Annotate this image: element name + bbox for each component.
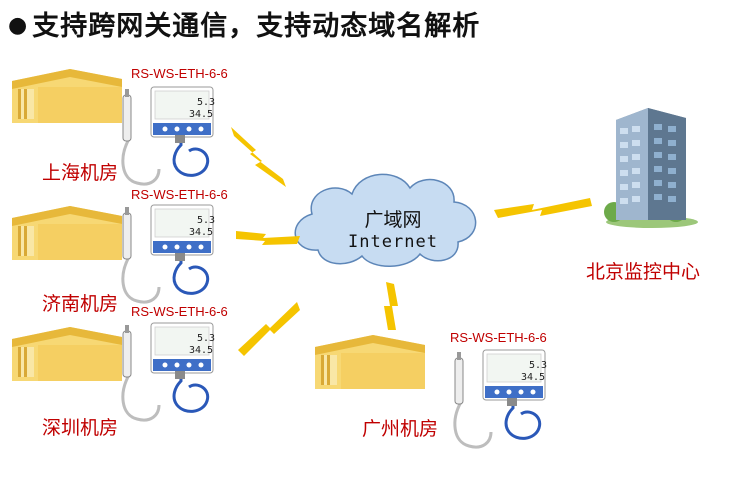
lightning-icon-center bbox=[494, 198, 592, 218]
page-title: ●支持跨网关通信，支持动态域名解析 bbox=[8, 4, 480, 43]
svg-text:5.3: 5.3 bbox=[197, 333, 215, 344]
cloud-icon bbox=[294, 173, 477, 267]
svg-text:34.5: 34.5 bbox=[521, 372, 545, 383]
title-text: 支持跨网关通信，支持动态域名解析 bbox=[32, 11, 481, 42]
lcd-readout-jinan: 5.3 34.5 bbox=[189, 215, 215, 238]
lcd-readout-shanghai: 5.3 34.5 bbox=[189, 97, 215, 120]
lightning-icon-jinan bbox=[236, 231, 300, 245]
svg-text:5.3: 5.3 bbox=[197, 97, 215, 108]
svg-text:5.3: 5.3 bbox=[529, 360, 547, 371]
cloud-label-cn: 广域网 bbox=[364, 209, 422, 231]
lightning-icon-guangzhou bbox=[384, 282, 398, 330]
device-model-label-guangzhou: RS-WS-ETH-6-6 bbox=[450, 330, 547, 345]
lightning-icon-shenzhen bbox=[238, 302, 300, 356]
cloud-label-en: Internet bbox=[348, 232, 438, 252]
building-icon-shenzhen bbox=[12, 327, 122, 381]
lcd-readout-shenzhen: 5.3 34.5 bbox=[189, 333, 215, 356]
room-label-guangzhou: 广州机房 bbox=[362, 418, 439, 440]
device-model-label-jinan: RS-WS-ETH-6-6 bbox=[131, 187, 228, 202]
svg-text:34.5: 34.5 bbox=[189, 227, 213, 238]
monitoring-center-label: 北京监控中心 bbox=[586, 261, 701, 283]
room-label-shenzhen: 深圳机房 bbox=[42, 417, 119, 439]
cloud-label: 广域网 Internet bbox=[338, 205, 448, 252]
building-icon-shanghai bbox=[12, 69, 122, 123]
svg-text:5.3: 5.3 bbox=[197, 215, 215, 226]
room-label-shanghai: 上海机房 bbox=[42, 162, 119, 184]
bullet-icon: ● bbox=[8, 13, 29, 38]
svg-text:34.5: 34.5 bbox=[189, 345, 213, 356]
room-label-jinan: 济南机房 bbox=[42, 293, 119, 315]
lightning-icon-shanghai bbox=[231, 127, 286, 187]
device-model-label-shanghai: RS-WS-ETH-6-6 bbox=[131, 66, 228, 81]
building-icon-guangzhou bbox=[315, 335, 425, 389]
device-model-label-shenzhen: RS-WS-ETH-6-6 bbox=[131, 304, 228, 319]
svg-text:34.5: 34.5 bbox=[189, 109, 213, 120]
building-icon-jinan bbox=[12, 206, 122, 260]
lcd-readout-guangzhou: 5.3 34.5 bbox=[521, 360, 547, 383]
office-building-icon bbox=[604, 108, 698, 228]
